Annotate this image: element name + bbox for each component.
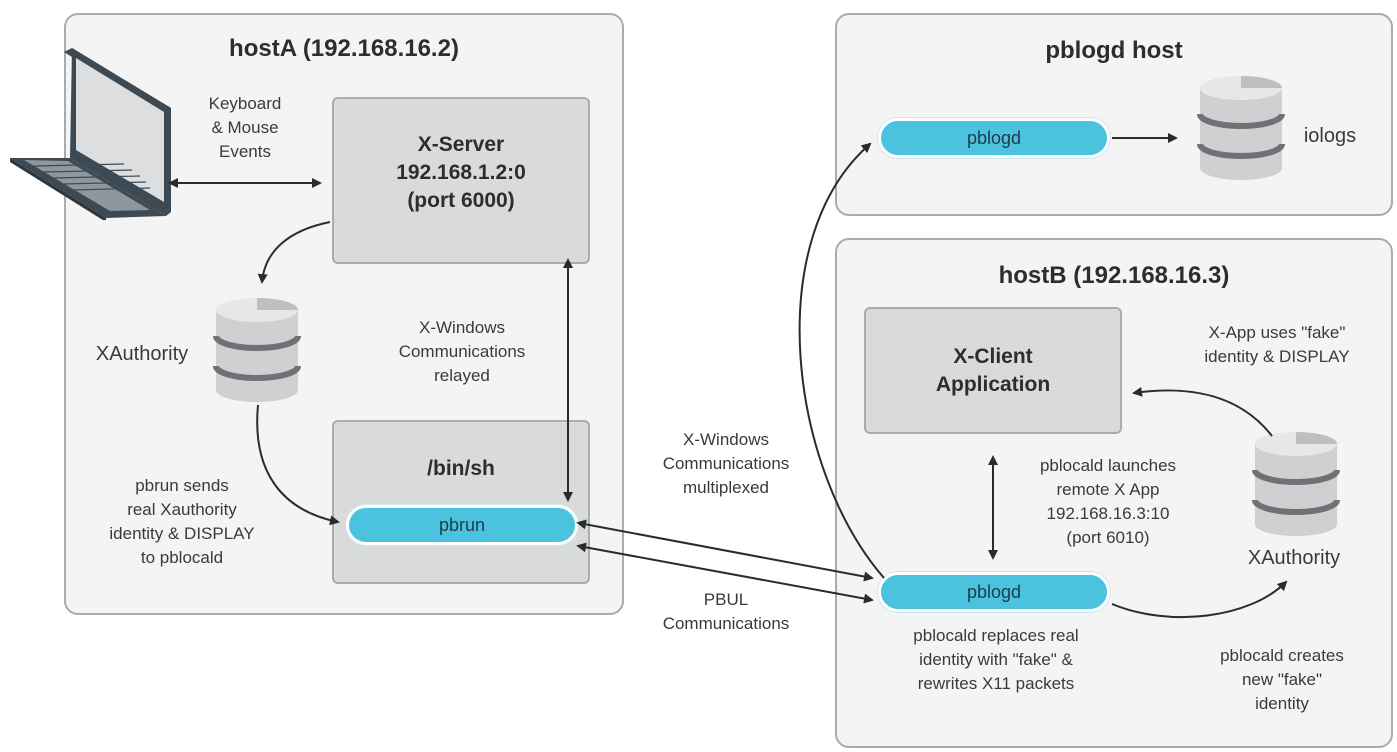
- pblogd-to-xauthority-arrow: [1111, 580, 1288, 619]
- pblocald-creates-label: pblocald creates new "fake" identity: [1220, 646, 1344, 713]
- pblogd-host-title: pblogd host: [1045, 37, 1183, 64]
- xwindows-multiplexed-label: X-Windows Communications multiplexed: [662, 430, 790, 497]
- pblogd-to-pblogd-host-arrow: [798, 142, 885, 579]
- hostB-xauthority-database-icon: [1252, 432, 1340, 536]
- iologs-label: iologs: [1303, 125, 1357, 147]
- pbul-communications-arrow: [576, 542, 874, 604]
- pblocald-launches-label: pblocald launches remote X App 192.168.1…: [1039, 456, 1177, 547]
- hostB-title: hostB (192.168.16.3): [998, 262, 1230, 289]
- bin-sh-label: /bin/sh: [427, 457, 495, 480]
- pblogd-host-panel: pblogd host: [835, 13, 1393, 216]
- hostA-xauthority-label: XAuthority: [95, 343, 189, 365]
- x-server-box: X-Server 192.168.1.2:0 (port 6000): [332, 97, 590, 264]
- iologs-database-icon: [1197, 76, 1285, 180]
- bin-sh-box: /bin/sh: [332, 420, 590, 584]
- xauthority-to-xclient-arrow: [1132, 386, 1273, 437]
- pbul-communications-label: PBUL Communications: [662, 590, 790, 633]
- pblogd-pill-hostB: pblogd: [878, 572, 1110, 612]
- laptop-icon: [10, 48, 171, 220]
- xapp-uses-label: X-App uses "fake" identity & DISPLAY: [1204, 323, 1350, 366]
- xwindows-relayed-label: X-Windows Communications relayed: [398, 318, 526, 385]
- x-server-label: X-Server 192.168.1.2:0 (port 6000): [396, 133, 526, 212]
- xwindows-multiplexed-arrow: [576, 519, 874, 582]
- hostB-xauthority-label: XAuthority: [1247, 547, 1341, 569]
- pbrun-pill: pbrun: [346, 505, 578, 545]
- x-client-label: X-Client Application: [935, 345, 1051, 396]
- pblogd-pill-top: pblogd: [878, 118, 1110, 158]
- x-client-box: X-Client Application: [864, 307, 1122, 434]
- xserver-to-xauthority-arrow: [257, 221, 331, 284]
- pbrun-sends-label: pbrun sends real Xauthority identity & D…: [109, 476, 255, 567]
- hostA-title: hostA (192.168.16.2): [229, 35, 459, 62]
- xauthority-database-icon: [213, 298, 301, 402]
- pblocald-replaces-label: pblocald replaces real identity with "fa…: [913, 626, 1079, 693]
- keyboard-mouse-label: Keyboard & Mouse Events: [208, 94, 282, 161]
- xauthority-to-pbrun-arrow: [256, 404, 340, 526]
